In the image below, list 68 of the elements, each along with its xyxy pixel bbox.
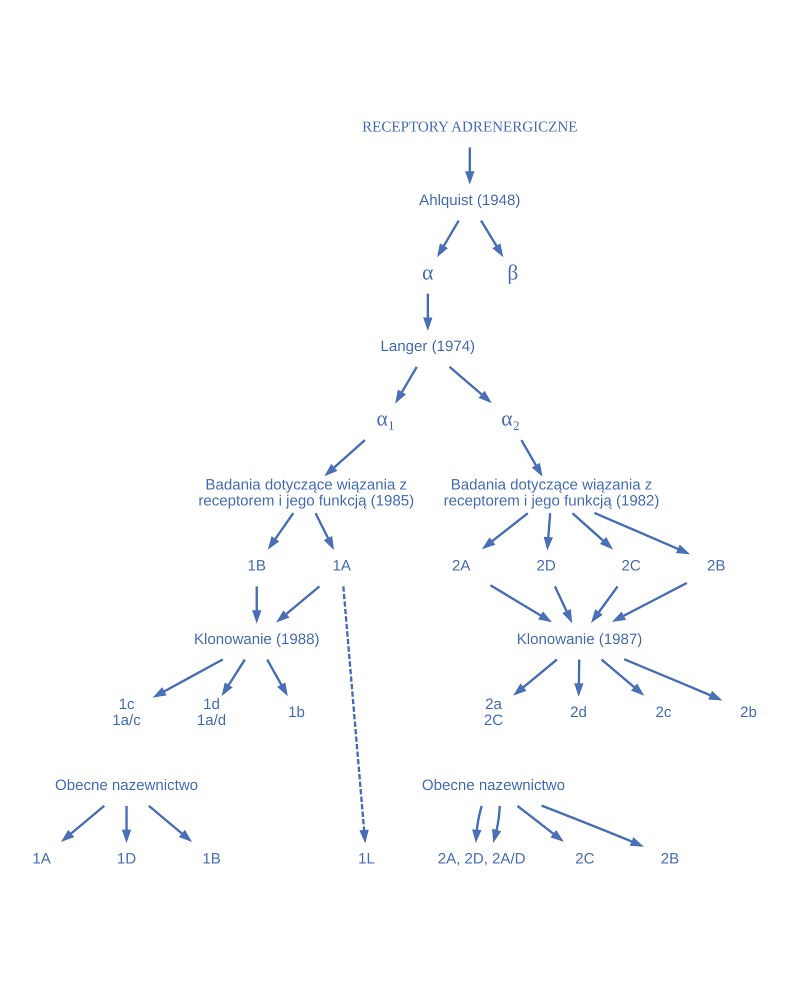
arrow: [437, 220, 460, 258]
arrow: [465, 147, 474, 185]
node-text: 2B: [660, 850, 680, 868]
node-text: 1B: [202, 850, 221, 868]
arrow: [480, 220, 504, 258]
arrow: [520, 439, 543, 477]
node-text: Ahlquist (1948): [419, 192, 520, 209]
arrow: [482, 512, 529, 550]
node-text: 1A: [32, 850, 51, 868]
node-text: Obecne nazewnictwo: [55, 777, 198, 794]
arrow: [600, 658, 644, 696]
arrow: [395, 366, 418, 404]
node-text: Klonowanie (1987): [516, 630, 642, 648]
node-text: 2b: [740, 704, 757, 721]
node-text: 1d 1a/d: [196, 696, 226, 730]
arrow: [268, 512, 294, 550]
arrow: [276, 586, 320, 623]
node-text: 2a 2C: [484, 696, 504, 730]
node-text: Langer (1974): [380, 338, 476, 356]
arrow: [516, 804, 564, 842]
arrow: [472, 806, 483, 844]
arrow: [266, 658, 288, 696]
node-text: α₂: [501, 406, 520, 431]
arrow: [572, 512, 614, 550]
arrow: [612, 582, 688, 622]
node-text: 1c 1a/c: [112, 696, 141, 730]
arrow: [122, 806, 132, 844]
node-text: 2d: [570, 704, 587, 721]
arrow: [152, 658, 224, 698]
arrow: [222, 658, 246, 696]
node-text: 2C: [575, 850, 595, 868]
arrow: [342, 586, 369, 844]
node-text: α₁: [376, 406, 396, 431]
node-text: 2C: [622, 558, 641, 575]
arrow: [541, 804, 644, 847]
node-text: 1L: [358, 850, 375, 868]
arrow: [594, 512, 690, 554]
arrow: [513, 658, 558, 696]
arrow: [148, 804, 192, 842]
arrow: [624, 658, 722, 700]
node-text: 2c: [656, 704, 672, 721]
arrow: [490, 584, 552, 622]
node-text: 2D: [536, 558, 556, 575]
arrow: [554, 586, 572, 624]
arrow: [448, 366, 492, 404]
node-text: 1b: [288, 704, 305, 721]
node-text: Badania dotyczące wiązania z receptorem i jego funkcją (1985): [198, 476, 414, 510]
node-text: 1B: [248, 558, 266, 575]
node-text: 1A: [332, 558, 351, 575]
node-text: 2A, 2D, 2A/D: [438, 850, 526, 868]
node-text: Badania dotyczące wiązania z receptorem i jego funkcją (1982): [444, 476, 660, 510]
arrow: [492, 806, 502, 843]
arrow: [324, 439, 366, 476]
node-text: β: [507, 260, 518, 284]
arrow: [60, 804, 105, 842]
node-text: 2A: [452, 558, 470, 575]
node-text: RECEPTORY ADRENERGICZNE: [362, 120, 578, 136]
arrow: [591, 586, 619, 623]
node-text: α: [422, 260, 434, 284]
arrow: [314, 512, 334, 550]
arrow: [544, 513, 553, 550]
arrow: [574, 660, 584, 697]
node-text: Obecne nazewnictwo: [422, 777, 565, 794]
arrow: [423, 294, 432, 331]
node-text: 1D: [116, 850, 136, 868]
node-text: Klonowanie (1988): [194, 630, 320, 648]
node-text: 2B: [706, 558, 726, 575]
arrow: [252, 586, 262, 624]
